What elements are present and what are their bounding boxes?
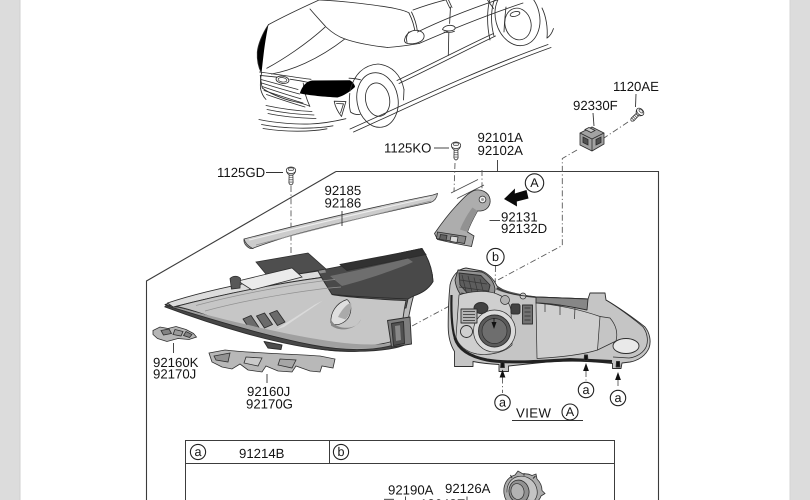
- svg-text:91214B: 91214B: [239, 446, 285, 461]
- svg-text:1125GD: 1125GD: [217, 165, 265, 180]
- svg-text:92185: 92185: [325, 183, 362, 198]
- svg-text:92126A: 92126A: [445, 481, 491, 496]
- svg-text:a: a: [614, 391, 621, 405]
- svg-text:92160K: 92160K: [153, 355, 199, 370]
- svg-text:1120AE: 1120AE: [613, 79, 659, 94]
- svg-text:VIEW: VIEW: [516, 406, 551, 421]
- svg-text:92160J: 92160J: [247, 384, 290, 399]
- svg-text:92190A: 92190A: [388, 483, 434, 498]
- svg-text:92186: 92186: [325, 195, 362, 210]
- svg-text:a: a: [499, 396, 506, 410]
- svg-text:A: A: [566, 405, 575, 419]
- svg-text:92131: 92131: [501, 210, 538, 225]
- svg-text:92132D: 92132D: [501, 221, 547, 236]
- svg-text:18643E: 18643E: [420, 497, 466, 500]
- svg-text:A: A: [530, 176, 539, 190]
- svg-text:92170G: 92170G: [246, 397, 293, 412]
- svg-text:b: b: [492, 250, 499, 264]
- svg-text:92330F: 92330F: [573, 98, 618, 113]
- svg-text:b: b: [337, 445, 344, 459]
- svg-text:92101A: 92101A: [478, 130, 524, 145]
- svg-text:1125KO: 1125KO: [384, 141, 431, 156]
- svg-text:a: a: [582, 383, 589, 397]
- svg-text:92102A: 92102A: [478, 143, 524, 158]
- svg-text:92170J: 92170J: [153, 367, 196, 382]
- svg-text:a: a: [194, 445, 201, 459]
